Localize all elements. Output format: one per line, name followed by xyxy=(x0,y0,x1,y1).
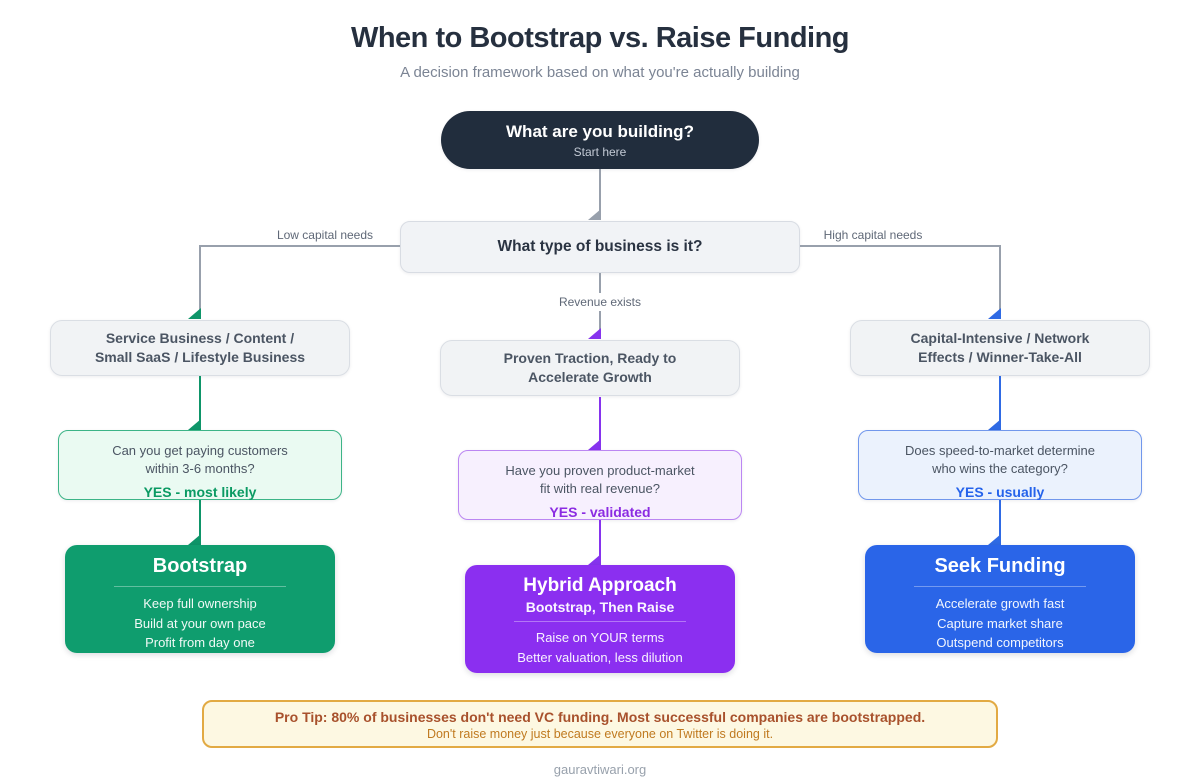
type-box-capital-intensive: Capital-Intensive / Network Effects / Wi… xyxy=(850,320,1150,376)
connector-right-vertical xyxy=(999,245,1001,319)
type-line: Accelerate Growth xyxy=(528,369,652,385)
edge-label-high-capital: High capital needs xyxy=(823,228,923,242)
outcome-point: Capture market share xyxy=(937,615,1063,631)
outcome-divider xyxy=(913,586,1087,587)
outcome-point: Build at your own pace xyxy=(134,615,266,631)
question-line: fit with real revenue? xyxy=(540,481,660,497)
arrowhead-right-question xyxy=(988,419,1001,430)
arrowhead-right-outcome xyxy=(988,534,1001,545)
question-answer: YES - validated xyxy=(549,504,651,521)
outcome-point: Raise on YOUR terms xyxy=(535,630,665,645)
type-line: Small SaaS / Lifestyle Business xyxy=(94,349,306,365)
outcome-box-seek-funding: Seek Funding Accelerate growth fast Capt… xyxy=(865,545,1135,653)
arrowhead-left-question xyxy=(188,419,201,430)
connector-right-horizontal xyxy=(800,245,1000,247)
arrowhead-center-outcome xyxy=(588,554,601,565)
arrowhead-left-outcome xyxy=(188,534,201,545)
connector-right-question-outcome xyxy=(999,500,1001,545)
question-answer: YES - usually xyxy=(955,484,1045,501)
outcome-point: Keep full ownership xyxy=(143,596,257,611)
arrowhead-right-branch xyxy=(988,308,1001,319)
connector-left-vertical xyxy=(199,245,201,319)
question-line: Can you get paying customers xyxy=(112,443,288,458)
question-box-seek-funding: Does speed-to-market determine who wins … xyxy=(858,430,1142,500)
question-line: who wins the category? xyxy=(932,461,1068,477)
pro-tip-line1: Pro Tip: 80% of businesses don't need VC… xyxy=(274,709,926,725)
decision-node: What type of business is it? xyxy=(400,221,800,273)
start-node: What are you building? Start here xyxy=(441,111,759,169)
type-line: Effects / Winner-Take-All xyxy=(918,349,1082,365)
type-line: Service Business / Content / xyxy=(105,330,295,347)
question-line: within 3-6 months? xyxy=(145,461,255,477)
outcome-point: Profit from day one xyxy=(145,635,255,650)
pro-tip-callout: Pro Tip: 80% of businesses don't need VC… xyxy=(202,700,998,748)
arrowhead-decision xyxy=(588,209,601,220)
edge-label-low-capital: Low capital needs xyxy=(276,228,374,242)
connector-left-type-question xyxy=(199,376,201,430)
outcome-box-hybrid: Hybrid Approach Bootstrap, Then Raise Ra… xyxy=(465,565,735,673)
question-answer: YES - most likely xyxy=(143,484,257,501)
question-box-bootstrap: Can you get paying customers within 3-6 … xyxy=(58,430,342,500)
connector-center-question-outcome xyxy=(599,520,601,565)
footer-credit: gauravtiwari.org xyxy=(553,762,647,777)
pro-tip-line2: Don't raise money just because everyone … xyxy=(426,727,774,741)
outcome-point: Accelerate growth fast xyxy=(935,596,1065,611)
outcome-title: Bootstrap xyxy=(152,555,248,577)
outcome-title: Hybrid Approach xyxy=(523,575,677,596)
arrowhead-center-branch xyxy=(588,328,601,339)
connector-center-type-question xyxy=(599,397,601,450)
type-line: Capital-Intensive / Network xyxy=(910,330,1090,347)
type-box-proven-traction: Proven Traction, Ready to Accelerate Gro… xyxy=(440,340,740,396)
question-line: Does speed-to-market determine xyxy=(904,443,1096,458)
connector-right-type-question xyxy=(999,376,1001,430)
outcome-box-bootstrap: Bootstrap Keep full ownership Build at y… xyxy=(65,545,335,653)
outcome-subtitle: Bootstrap, Then Raise xyxy=(525,599,675,615)
question-box-hybrid: Have you proven product-market fit with … xyxy=(458,450,742,520)
page-subtitle: A decision framework based on what you'r… xyxy=(400,64,800,81)
start-node-subtitle: Start here xyxy=(573,144,627,159)
outcome-divider xyxy=(513,621,687,622)
connector-start-decision xyxy=(599,169,601,220)
outcome-title: Seek Funding xyxy=(934,555,1066,577)
connector-left-horizontal xyxy=(199,245,400,247)
arrowhead-center-question xyxy=(588,439,601,450)
type-line: Proven Traction, Ready to xyxy=(503,350,677,367)
type-box-service-business: Service Business / Content / Small SaaS … xyxy=(50,320,350,376)
outcome-point: Outspend competitors xyxy=(936,635,1064,650)
page-title: When to Bootstrap vs. Raise Funding xyxy=(350,22,850,54)
outcome-point: Better valuation, less dilution xyxy=(517,649,683,665)
question-line: Have you proven product-market xyxy=(505,463,695,478)
arrowhead-left-branch xyxy=(188,308,201,319)
start-node-title: What are you building? xyxy=(506,121,694,141)
edge-label-revenue-exists: Revenue exists xyxy=(540,293,660,311)
connector-left-question-outcome xyxy=(199,500,201,545)
outcome-divider xyxy=(113,586,287,587)
